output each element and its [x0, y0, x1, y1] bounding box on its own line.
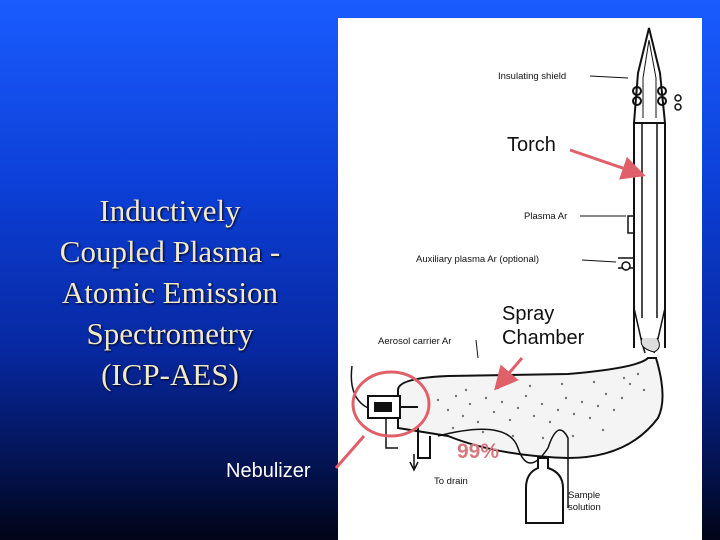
sample-label-2: solution	[568, 502, 601, 513]
diagram-background	[338, 18, 702, 540]
title-line-3: Atomic Emission	[61, 275, 279, 310]
aerosol-carrier-label: Aerosol carrier Ar	[378, 336, 451, 347]
title-line-4: Spectrometry	[86, 316, 254, 351]
sample-tubing	[437, 428, 569, 508]
torch-flame-inner-2	[648, 39, 657, 118]
auxiliary-valve-icon	[621, 261, 631, 271]
spray-chamber-label: Spray Chamber	[502, 302, 584, 350]
drain-arrow-icon	[409, 454, 419, 472]
plasma-ar-label: Plasma Ar	[524, 211, 567, 222]
induction-coil	[632, 86, 682, 111]
torch-flame-shape	[632, 27, 667, 124]
auxiliary-label: Auxiliary plasma Ar (optional)	[416, 254, 539, 265]
torch-base-joint	[640, 337, 660, 353]
spray-chamber-label-line-2: Chamber	[502, 327, 585, 349]
percent-label: 99%	[457, 440, 500, 463]
title-line-2: Coupled Plasma -	[59, 234, 281, 269]
title-line-5: (ICP-AES)	[101, 357, 239, 392]
spray-chamber-label-line-1: Spray	[502, 303, 555, 325]
plasma-ar-inlet	[627, 215, 634, 234]
torch-inner-tube	[641, 123, 658, 318]
sample-bottle	[525, 457, 564, 524]
torch-label: Torch	[507, 134, 556, 156]
drain-tube	[417, 428, 431, 459]
leader-lines	[475, 75, 629, 359]
slide-title: Inductively Coupled Plasma - Atomic Emis…	[30, 190, 310, 395]
icp-diagram: Insulating shield Plasma Ar Auxiliary pl…	[338, 18, 702, 540]
title-line-1: Inductively	[99, 193, 241, 228]
torch-flame-inner	[642, 39, 650, 118]
insulating-shield-label: Insulating shield	[498, 71, 566, 82]
sample-label-1: Sample	[568, 490, 600, 501]
nebulizer-label: Nebulizer	[226, 460, 311, 482]
to-drain-label: To drain	[434, 476, 468, 487]
